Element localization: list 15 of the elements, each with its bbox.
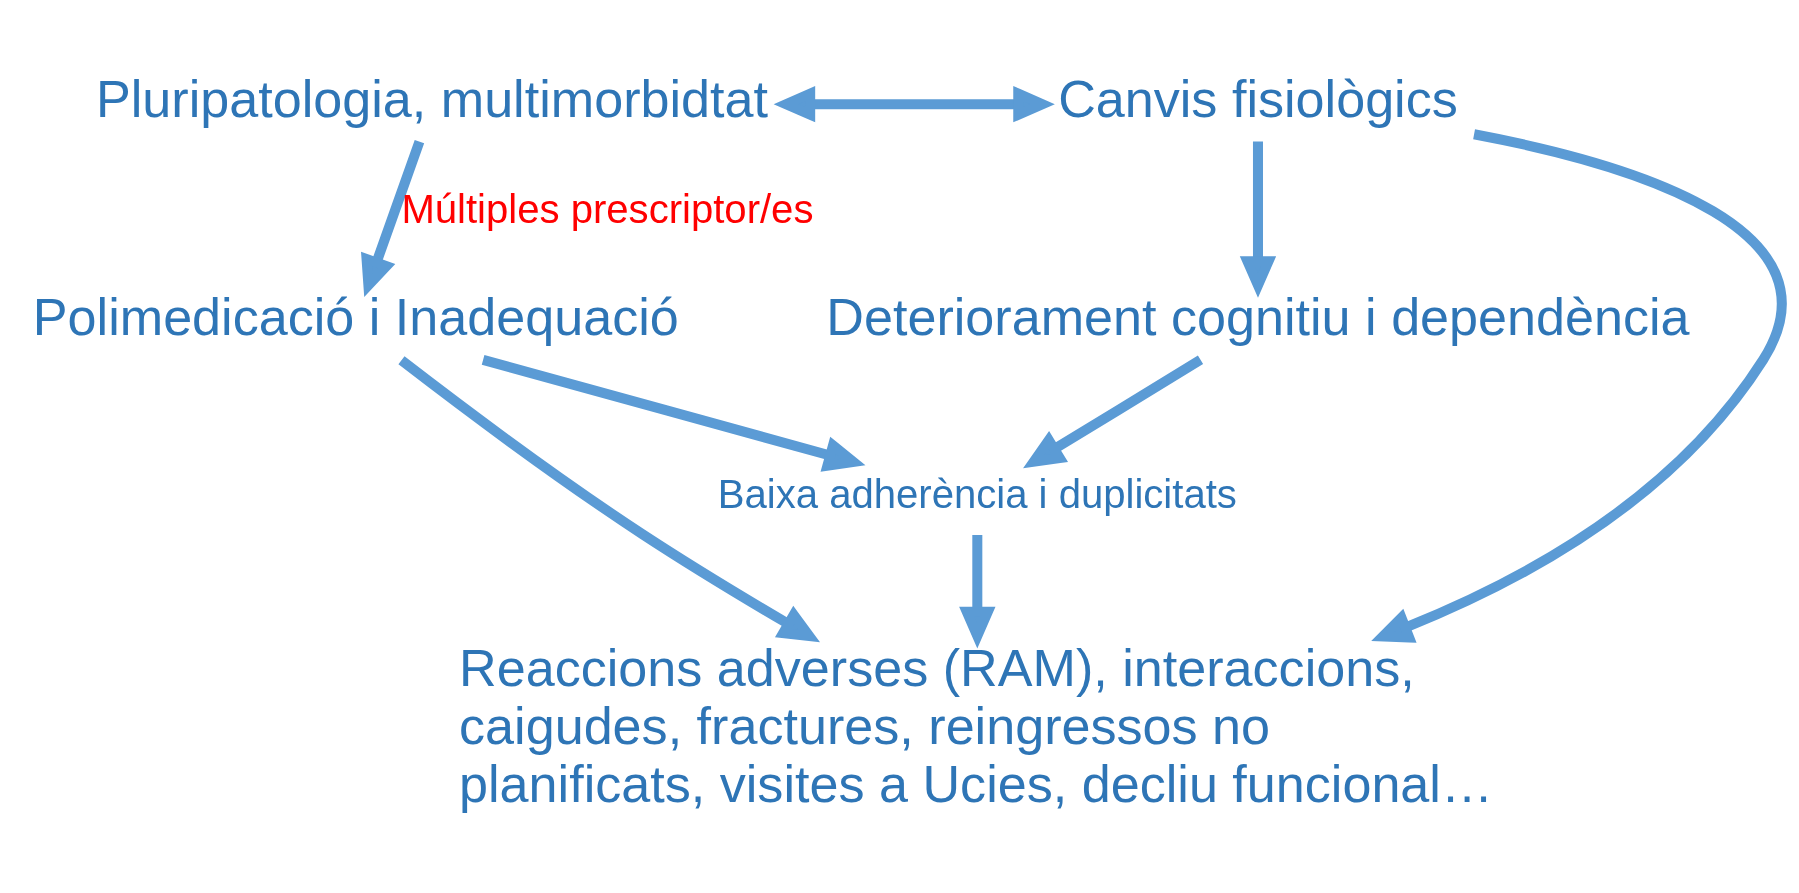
node-text: Baixa adherència i duplicitats: [717, 471, 1237, 516]
node-text: Reaccions adverses (RAM), interaccions, caigudes, fractures, reingressos no planificats, visites a Ucies, decliu funcional…: [458, 638, 1493, 813]
arrow: [773, 85, 1055, 122]
arrow: [958, 534, 995, 648]
arrow: [1370, 128, 1786, 643]
node-text: Deteriorament cognitiu i dependència: [825, 287, 1690, 346]
node-text: Polimedicació i Inadequació: [32, 287, 679, 346]
arrow: [397, 355, 820, 642]
arrow: [1239, 141, 1276, 298]
arrow: [1022, 355, 1203, 468]
arrow: [481, 354, 865, 472]
edge-label: Múltiples prescriptor/es: [400, 186, 813, 231]
node-text: Pluripatologia, multimorbidtat: [95, 69, 768, 128]
node-text: Canvis fisiològics: [1057, 69, 1458, 128]
arrow: [360, 139, 424, 297]
